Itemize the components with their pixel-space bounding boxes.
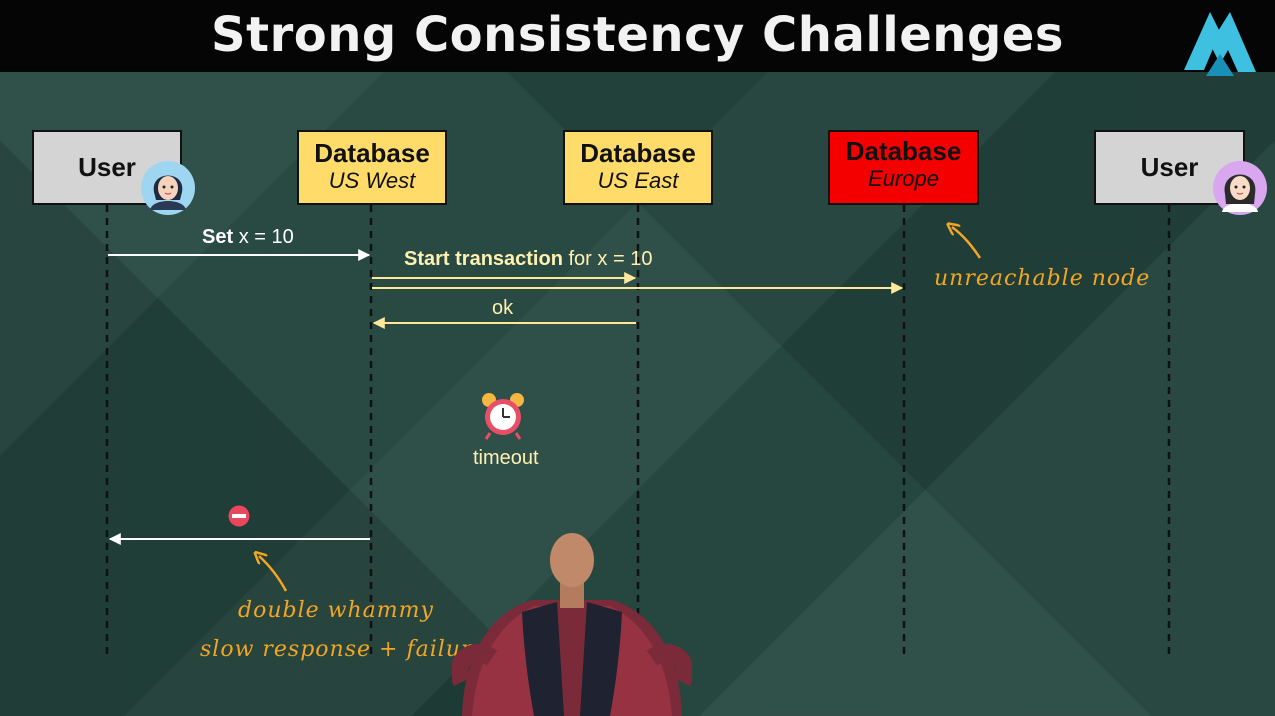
no-entry-icon — [228, 505, 250, 527]
message-set: Set x = 10 — [202, 226, 294, 249]
annotation-slow-failure: slow response + failure — [200, 637, 487, 662]
node-db-us-east: Database US East — [563, 130, 713, 205]
node-name: User — [78, 152, 136, 182]
message-start-value: for x = 10 — [568, 248, 653, 270]
message-start-transaction: Start transaction for x = 10 — [404, 248, 652, 271]
annotation-unreachable-node: unreachable node — [934, 266, 1151, 291]
node-location: US East — [597, 168, 679, 193]
node-name: Database — [314, 138, 430, 168]
logo-icon — [1184, 12, 1256, 76]
message-ok: ok — [492, 297, 514, 319]
pointer-unreachable — [952, 227, 982, 259]
node-name: User — [1140, 152, 1199, 182]
node-db-us-west: Database US West — [297, 130, 447, 205]
alarm-clock-icon — [482, 393, 524, 440]
node-db-europe: Database Europe — [828, 130, 979, 205]
annotation-double-whammy: double whammy — [238, 598, 434, 623]
message-set-value: x = 10 — [238, 226, 294, 248]
message-set-keyword: Set — [202, 226, 234, 248]
node-location: US West — [328, 168, 416, 193]
pointer-double-whammy — [259, 556, 288, 592]
node-location: Europe — [868, 166, 939, 191]
page-title: Strong Consistency Challenges — [211, 7, 1064, 63]
timeout-label: timeout — [473, 447, 539, 469]
user-avatar-icon — [1213, 161, 1267, 215]
message-start-keyword: Start transaction — [404, 248, 563, 270]
title-bar — [0, 0, 1275, 72]
presenter-photo — [452, 533, 692, 716]
user-avatar-icon — [141, 161, 195, 215]
node-name: Database — [580, 138, 696, 168]
node-name: Database — [845, 136, 962, 166]
